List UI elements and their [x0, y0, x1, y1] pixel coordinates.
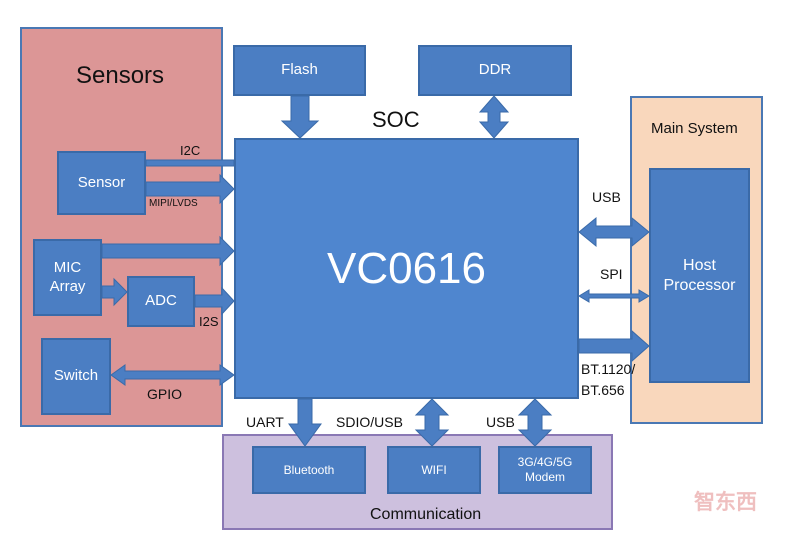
- ddr-label: DDR: [478, 61, 512, 79]
- communication-title: Communication: [370, 506, 482, 523]
- bt-arrow: [578, 329, 650, 363]
- switch-label: Switch: [53, 367, 99, 385]
- sensors-title: Sensors: [76, 62, 165, 89]
- i2s-arrow: [194, 286, 235, 316]
- ddr-block: DDR: [418, 45, 572, 96]
- usb-comm-label: USB: [486, 414, 515, 430]
- wifi-label: WIFI: [421, 462, 447, 477]
- host-processor-block: Host Processor: [649, 168, 750, 383]
- ddr-arrow: [478, 95, 510, 139]
- soc-label: SOC: [372, 107, 420, 132]
- soc-chip: VC0616: [234, 138, 579, 399]
- mipi-arrow: [145, 173, 235, 205]
- i2c-label: I2C: [180, 143, 201, 158]
- sensor-block: Sensor: [57, 151, 146, 215]
- mic-soc-arrow: [101, 235, 235, 267]
- adc-block: ADC: [127, 276, 195, 327]
- sdio-arrow: [414, 398, 450, 447]
- flash-arrow: [280, 95, 320, 139]
- bt1120-label: BT.1120/: [581, 361, 636, 377]
- spi-label: SPI: [600, 266, 623, 282]
- uart-arrow: [288, 398, 322, 447]
- mic-array-label: MIC Array: [49, 258, 86, 295]
- gpio-arrow: [110, 364, 235, 386]
- sdio-usb-label: SDIO/USB: [336, 414, 403, 430]
- chip-label: VC0616: [326, 244, 486, 293]
- adc-label: ADC: [145, 292, 177, 310]
- bluetooth-label: Bluetooth: [283, 462, 335, 477]
- usb-modem-arrow: [517, 398, 553, 447]
- modem-block: 3G/4G/5G Modem: [498, 446, 592, 494]
- bluetooth-block: Bluetooth: [252, 446, 366, 494]
- host-processor-label: Host Processor: [663, 256, 736, 294]
- switch-block: Switch: [41, 338, 111, 415]
- mipi-lvds-label: MIPI/LVDS: [149, 198, 198, 209]
- main-system-title: Main System: [651, 120, 738, 137]
- usb-host-label: USB: [592, 189, 621, 205]
- spi-arrow: [578, 289, 650, 303]
- sensor-label: Sensor: [77, 173, 126, 191]
- i2c-arrow: [145, 159, 235, 167]
- i2s-label: I2S: [199, 314, 219, 329]
- uart-label: UART: [246, 414, 284, 430]
- flash-block: Flash: [233, 45, 366, 96]
- modem-label: 3G/4G/5G Modem: [517, 455, 573, 484]
- wifi-block: WIFI: [387, 446, 481, 494]
- watermark-logo: 智东西: [694, 490, 757, 514]
- mic-adc-arrow: [101, 277, 128, 307]
- gpio-label: GPIO: [147, 386, 183, 402]
- flash-label: Flash: [281, 61, 318, 79]
- usb-host-arrow: [578, 216, 650, 248]
- bt656-label: BT.656: [581, 382, 625, 398]
- mic-array-block: MIC Array: [33, 239, 102, 316]
